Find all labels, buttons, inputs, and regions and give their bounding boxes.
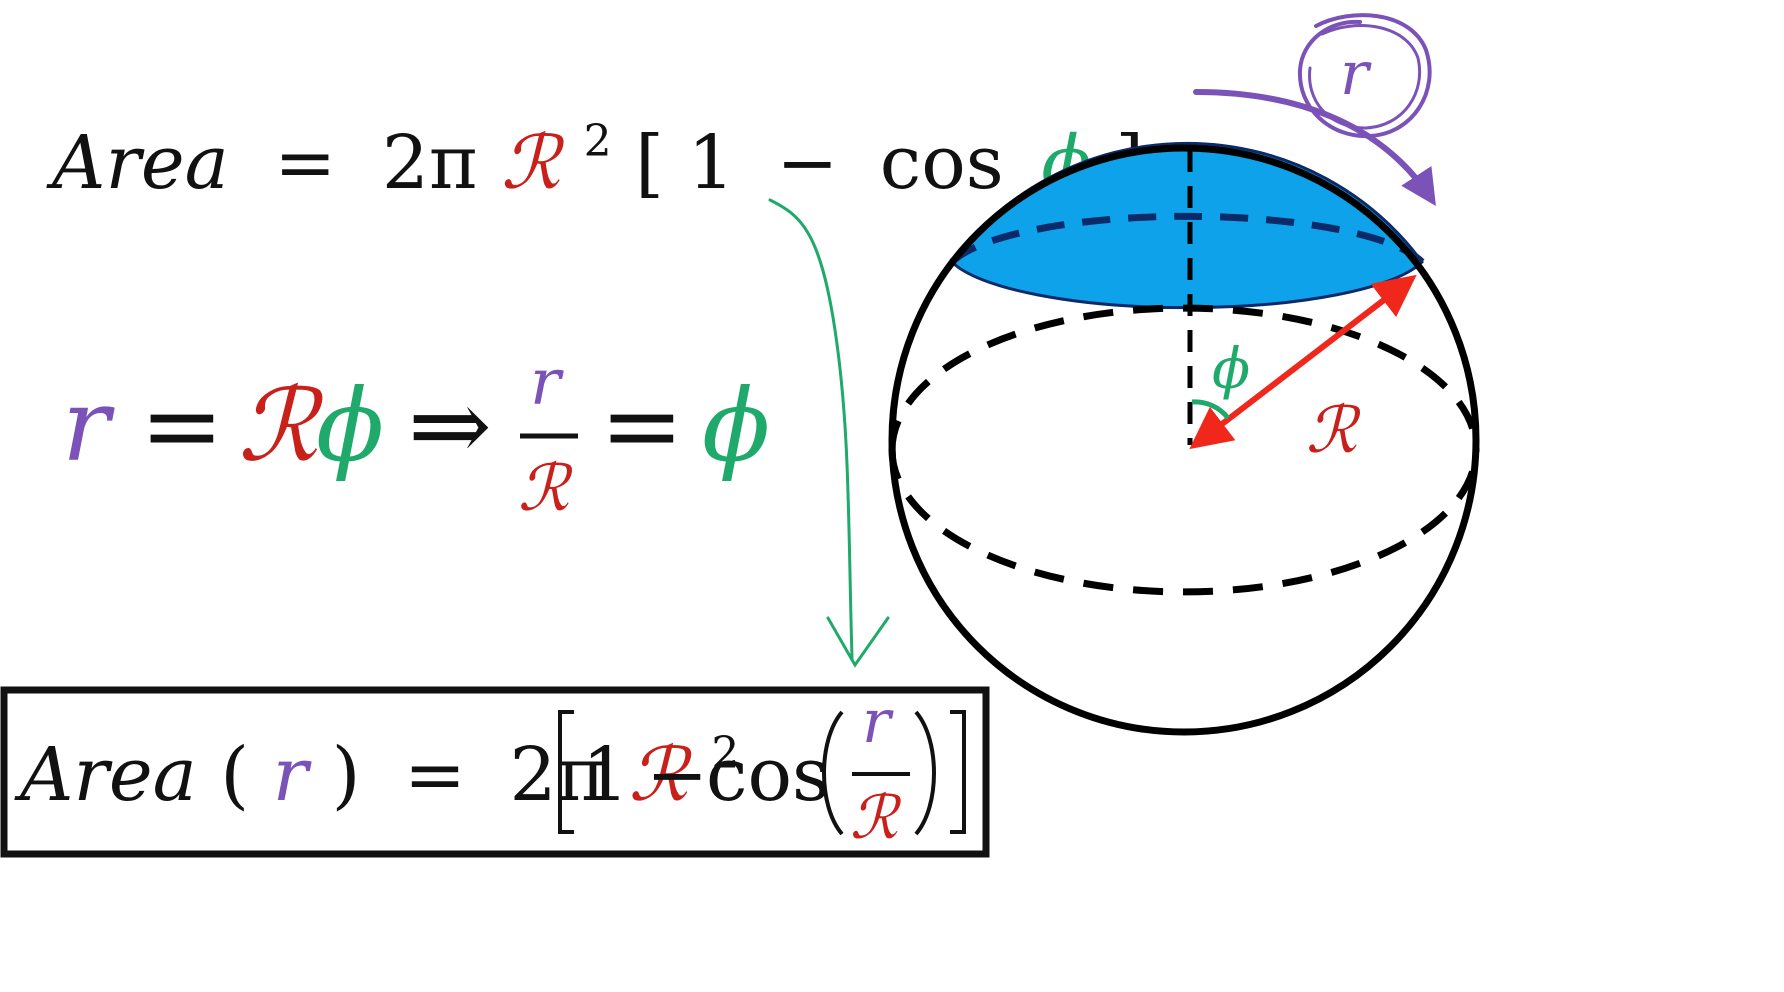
radius-label: ℛ [1306,394,1361,468]
phi-symbol: ϕ [316,367,384,484]
phi-angle-label: ϕ [1212,337,1250,402]
big-right-paren [914,710,936,836]
radius-symbol: ℛ [501,120,565,206]
r-symbol: r [273,732,313,818]
sphere: ϕ ℛ [888,141,1480,736]
fraction-numerator: r [862,687,894,757]
fraction-numerator: r [530,346,564,420]
left-bracket: [ [635,120,664,206]
right-paren: ) [332,732,361,818]
purple-distance-arrow-icon [1193,13,1436,207]
cap-rim-dashed [949,212,1425,265]
big-left-paren [822,710,844,836]
minus-sign: − [776,120,838,206]
result-box [0,686,990,858]
equator-back-dashed [888,304,1480,451]
fraction-denominator: ℛ [850,783,902,853]
one: 1 [688,120,735,206]
equals-sign: = [140,367,224,484]
area-word: Area [46,120,229,206]
svg-text:Area ( r ): Area ( r ) = 2π ℛ 2 [14,728,739,818]
cos-function: cos [880,120,1004,206]
exponent-two: 2 [584,116,612,167]
radius-symbol: ℛ [238,367,324,484]
phi-symbol-2: ϕ [702,367,770,484]
equator-front-dashed [888,449,1480,596]
two-pi: 2π [382,120,478,206]
arc-length-relation: r = ℛ ϕ ⇒ r ℛ = ϕ [62,346,770,526]
big-right-bracket [950,710,966,834]
cos-function: cos [706,732,830,818]
two-pi: 2π [510,732,606,818]
radius-arrow [1189,274,1417,450]
big-left-bracket [558,710,574,834]
exponent-two: 2 [711,728,739,779]
green-curved-arrow-icon [768,198,890,668]
angle-arc [1191,399,1230,420]
area-word: Area [14,732,197,818]
boxed-area-formula: Area ( r ) = 2π ℛ 2 1 − cos r ℛ [14,687,966,853]
svg-text:Area = 2π ℛ: Area = 2π ℛ 2 [ 1 − cos ϕ ] [46,88,1144,206]
minus-sign: − [646,732,708,818]
r-symbol: r [62,367,115,484]
top-area-formula: Area = 2π ℛ 2 [ 1 − cos ϕ ] [46,88,1144,206]
fraction-denominator: ℛ [518,452,573,526]
one: 1 [582,732,629,818]
equals-sign: = [274,120,336,206]
arc-length-label: r [1340,39,1372,109]
radius-symbol: ℛ [629,732,693,818]
left-paren: ( [220,732,249,818]
implies-arrow: ⇒ [408,367,492,484]
equals-sign: = [404,732,466,818]
equals-sign-2: = [600,367,684,484]
